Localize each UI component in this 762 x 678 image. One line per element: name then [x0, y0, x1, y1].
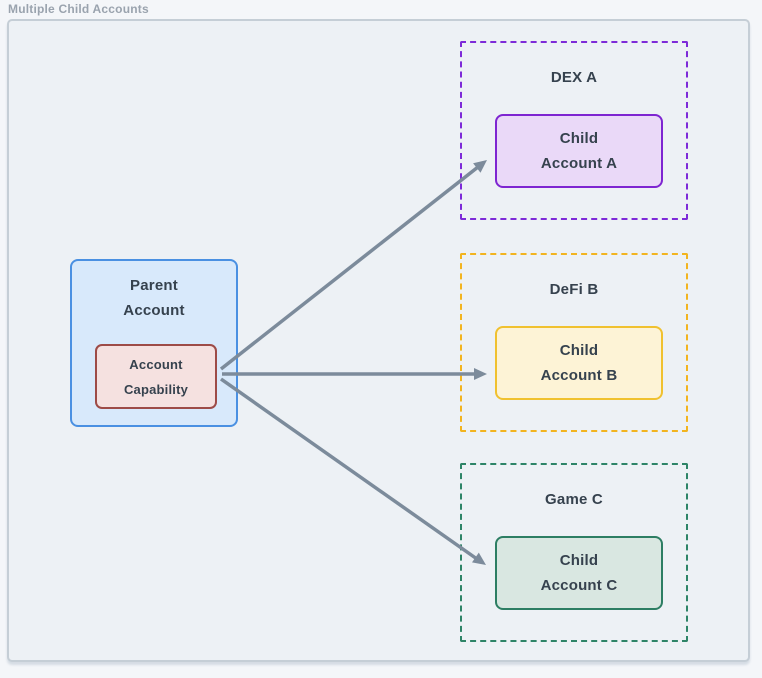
parent-account-node: Parent Account Account Capability	[70, 259, 238, 427]
child-account-c-node: Child Account C	[495, 536, 663, 610]
game-c-container: Game C Child Account C	[460, 463, 688, 642]
game-c-label: Game C	[545, 491, 603, 508]
parent-account-label: Parent Account	[123, 277, 185, 319]
defi-b-label: DeFi B	[549, 281, 599, 298]
diagram-title: Multiple Child Accounts	[8, 2, 149, 16]
dex-a-container: DEX A Child Account A	[460, 41, 688, 220]
account-capability-label: Account Capability	[123, 356, 189, 397]
child-account-c-label: Child Account C	[540, 552, 618, 594]
child-account-b-label: Child Account B	[540, 342, 618, 384]
defi-b-container: DeFi B Child Account B	[460, 253, 688, 432]
child-account-a-node: Child Account A	[495, 114, 663, 188]
child-account-b-node: Child Account B	[495, 326, 663, 400]
dex-a-label: DEX A	[550, 69, 598, 86]
account-capability-node: Account Capability	[95, 344, 217, 409]
child-account-a-label: Child Account A	[540, 130, 618, 172]
